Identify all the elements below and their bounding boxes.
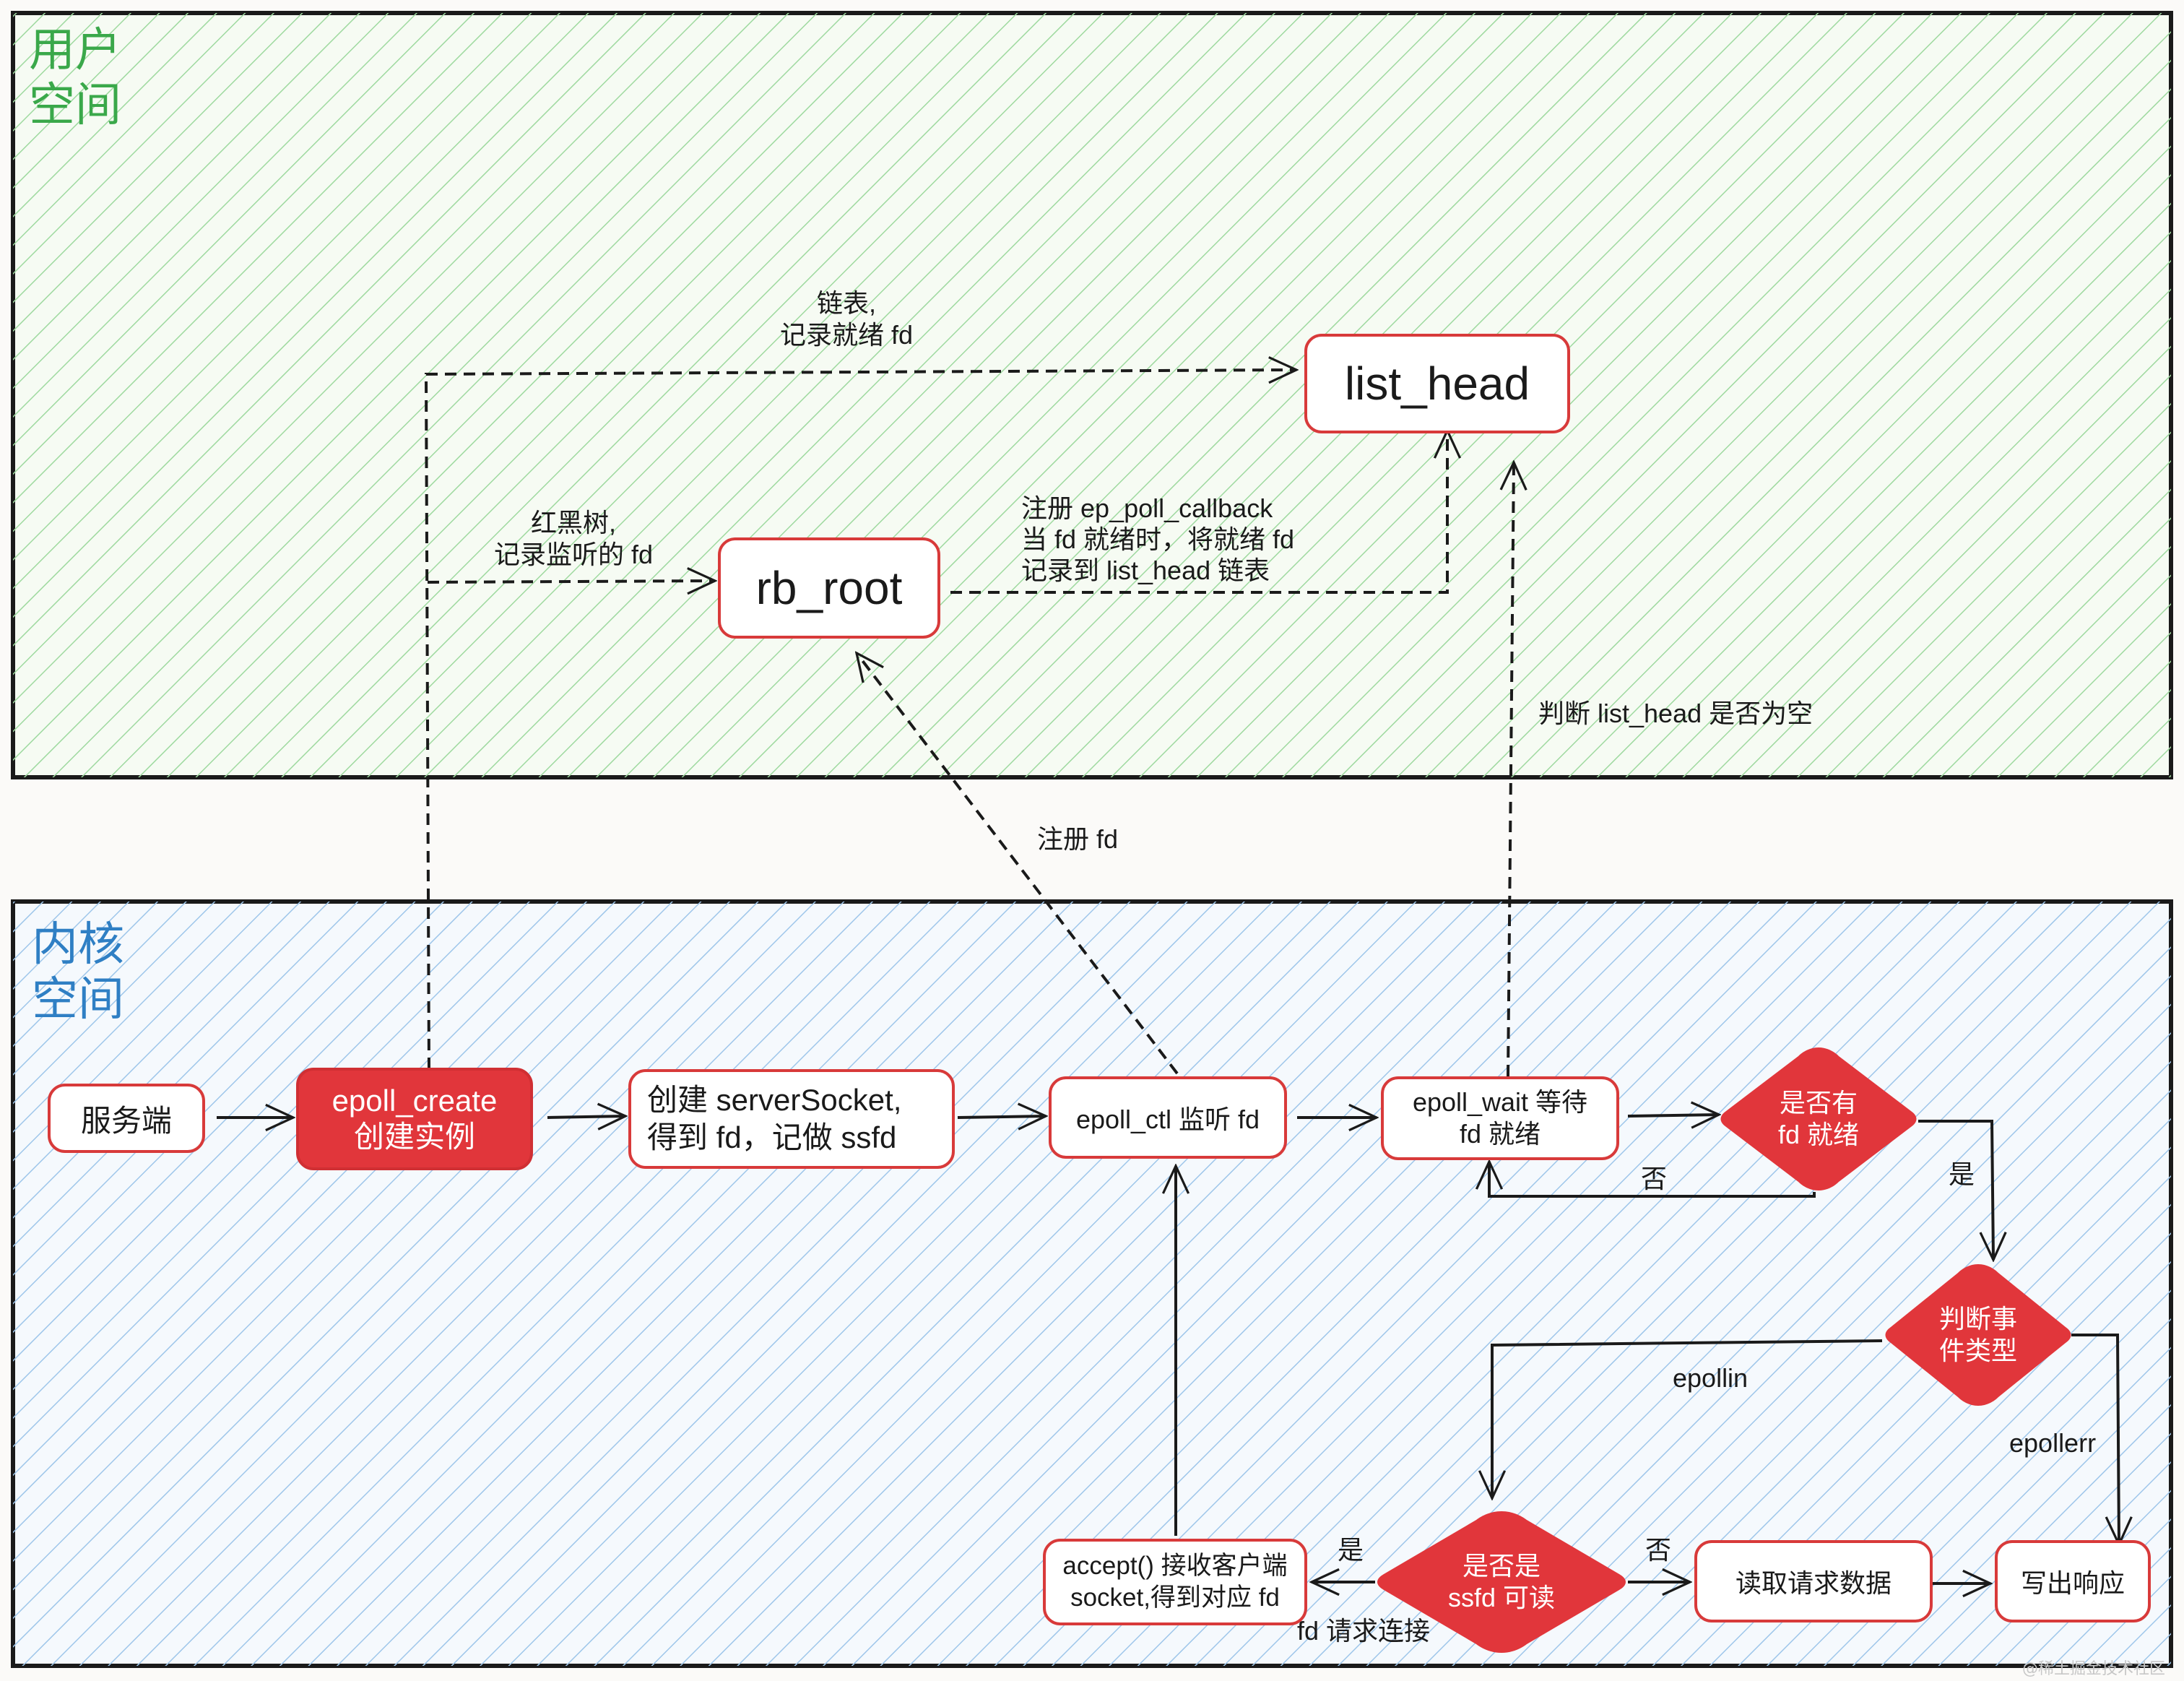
write-response-node: 写出响应	[1995, 1540, 2151, 1622]
create-socket-node: 创建 serverSocket, 得到 fd，记做 ssfd	[628, 1069, 955, 1169]
label-rb-tree: 红黑树, 记录监听的 fd	[494, 508, 654, 569]
label-yes-ssfd: 是	[1338, 1535, 1364, 1565]
has-ready-text: 是否有 fd 就绪	[1777, 1088, 1860, 1149]
edge-wait-to-has-ready	[1627, 1115, 1719, 1116]
has-ready-decision: 是否有 fd 就绪	[1719, 1045, 1918, 1193]
label-no-ssfd: 否	[1645, 1535, 1672, 1565]
label-yes-ready: 是	[1949, 1159, 1975, 1189]
epoll-create-node: epoll_create 创建实例	[296, 1068, 533, 1170]
edge-epollin	[1492, 1339, 1883, 1498]
event-type-decision: 判断事 件类型	[1884, 1261, 2073, 1409]
is-ssfd-decision: 是否是 ssfd 可读	[1375, 1508, 1628, 1656]
edge-socket-to-ctl	[957, 1116, 1046, 1118]
label-no-loop: 否	[1641, 1164, 1668, 1193]
kernel-space-title: 内核 空间	[32, 918, 124, 1027]
label-epollerr: epollerr	[2009, 1428, 2097, 1458]
server-node: 服务端	[48, 1084, 205, 1153]
accept-node: accept() 接收客户端 socket,得到对应 fd	[1043, 1539, 1307, 1625]
edge-create-to-rb-root	[427, 581, 715, 582]
edge-ctl-to-rb-root	[857, 653, 1179, 1075]
edge-epollerr	[2071, 1334, 2119, 1544]
rb-root-node: rb_root	[718, 537, 940, 639]
label-linked-list: 链表, 记录就绪 fd	[780, 288, 914, 350]
label-epollin: epollin	[1673, 1363, 1748, 1393]
event-type-text: 判断事 件类型	[1938, 1304, 2017, 1365]
edge-rb-root-to-list-head	[950, 431, 1447, 594]
epoll-wait-node: epoll_wait 等待 fd 就绪	[1381, 1076, 1619, 1160]
epoll-ctl-node: epoll_ctl 监听 fd	[1049, 1076, 1287, 1159]
edge-wait-to-list-head	[1508, 462, 1514, 1077]
edge-create-to-list-head	[424, 370, 1296, 1070]
edge-has-ready-yes	[1918, 1120, 1993, 1260]
read-request-node: 读取请求数据	[1694, 1540, 1933, 1622]
edge-create-to-socket	[547, 1116, 625, 1118]
label-fd-conn-request: fd 请求连接	[1297, 1616, 1431, 1646]
label-check-list-head: 判断 list_head 是否为空	[1538, 699, 1814, 728]
user-space-title: 用户 空间	[29, 24, 121, 132]
label-register-callback: 注册 ep_poll_callback 当 fd 就绪时，将就绪 fd 记录到 …	[1021, 493, 1295, 585]
is-ssfd-text: 是否是 ssfd 可读	[1447, 1551, 1556, 1612]
watermark: @稀土掘金技术社区	[2022, 1660, 2166, 1678]
edge-has-ready-no	[1489, 1162, 1816, 1198]
label-register-fd: 注册 fd	[1037, 824, 1119, 854]
list-head-node: list_head	[1304, 334, 1570, 433]
